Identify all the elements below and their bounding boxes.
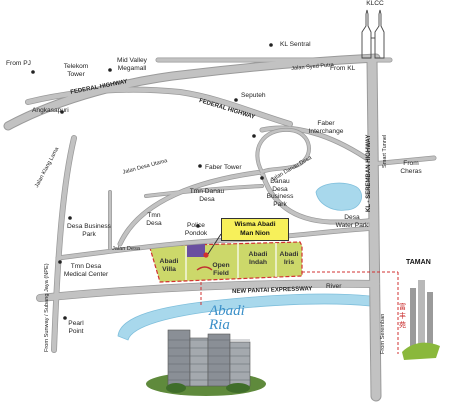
tmn-danau-desa-label: Tmn Danau Desa	[189, 188, 225, 203]
abadi-ria-building	[146, 329, 266, 396]
open-field-arc	[196, 266, 213, 271]
from-kl-label: From KL	[330, 65, 356, 72]
from-seremban-label: From Seremban	[380, 313, 386, 354]
from-sunway-label: From Sunway / Subang Jaya (NPE)	[44, 263, 50, 352]
kl-sentral-label: KL Sentral	[280, 41, 311, 48]
danau-desa-business-park-label: Danau Desa Business Park	[266, 178, 294, 208]
jalan-desa-label: Jalan Desa	[112, 246, 140, 252]
zone-abadi-iris: Abadi Iris	[279, 251, 299, 266]
project-marker	[203, 252, 209, 258]
seputeh-label: Seputeh	[241, 92, 266, 99]
zone-abadi-indah: Abadi Indah	[248, 251, 268, 266]
river-label: River	[326, 283, 342, 290]
angkasapuri-label: Angkasapuri	[32, 107, 69, 114]
smart-tunnel-label: Smart Tunnel	[382, 134, 388, 168]
telekom-tower-label: Telekom Tower	[63, 63, 89, 78]
chinese-logo-text: 富 丰 苑	[399, 303, 406, 329]
tmn-desa-medical-center-label: Tmn Desa Medical Center	[63, 263, 109, 278]
from-pj-label: From PJ	[6, 60, 31, 67]
desa-water-park-label: Desa Water Park	[335, 214, 369, 229]
wisma-abadi-callout: Wisma Abadi Man Nion	[221, 218, 289, 241]
police-pondok-label: Police Pondok	[184, 222, 208, 237]
road-fill	[4, 54, 436, 401]
kl-seremban-highway-label: KL - SEREMBAN HIGHWAY	[366, 134, 372, 212]
faber-interchange-label: Faber Interchange	[308, 120, 344, 135]
faber-tower-label: Faber Tower	[205, 164, 242, 171]
pearl-point-label: Pearl Point	[68, 320, 84, 335]
taman-towers	[402, 280, 440, 360]
taman-label: TAMAN	[406, 259, 431, 266]
klcc-towers	[361, 9, 385, 59]
klcc-label: KLCC	[366, 0, 384, 7]
lake	[315, 182, 362, 211]
police-pondok-block	[187, 243, 205, 257]
place-markers	[31, 43, 273, 320]
zone-open-field: Open Field	[212, 262, 230, 277]
abadi-ria-logo-text: Abadi Ria	[209, 303, 245, 333]
callout-pointer	[207, 233, 222, 255]
zone-abadi-villa: Abadi Villa	[159, 258, 179, 273]
mid-valley-label: Mid Valley Megamall	[117, 57, 147, 72]
tmn-desa-label: Tmn Desa	[146, 212, 162, 227]
desa-business-park-label: Desa Business Park	[67, 223, 111, 238]
from-cheras-label: From Cheras	[400, 160, 422, 175]
